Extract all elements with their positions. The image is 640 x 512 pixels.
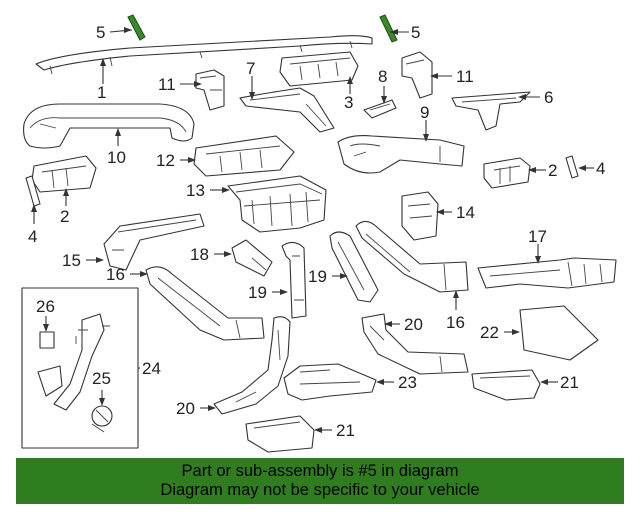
callout-17: 17: [528, 227, 547, 246]
banner-line-2: Diagram may not be specific to your vehi…: [160, 481, 480, 499]
part-24-sub-assembly-box[interactable]: [21, 287, 139, 449]
callout-18: 18: [190, 245, 209, 264]
part-15-duct[interactable]: [103, 213, 205, 271]
callout-7: 7: [246, 59, 255, 78]
part-2-vent-right[interactable]: [483, 157, 531, 189]
part-4-seal-left[interactable]: [25, 175, 41, 207]
callout-5-left: 5: [96, 23, 105, 42]
info-banner: Part or sub-assembly is #5 in diagram Di…: [16, 458, 624, 504]
part-13-housing[interactable]: [227, 175, 327, 233]
callout-16-left: 16: [106, 265, 125, 284]
part-7-panel[interactable]: [239, 87, 335, 133]
part-8-grommet[interactable]: [363, 99, 397, 119]
part-14-bracket[interactable]: [401, 191, 439, 241]
callout-5-right: 5: [411, 23, 420, 42]
part-2-vent-left[interactable]: [31, 155, 97, 193]
callout-16-right: 16: [446, 313, 465, 332]
callout-11-left: 11: [158, 75, 176, 94]
part-19-duct-left[interactable]: [281, 241, 307, 319]
callout-14: 14: [456, 203, 475, 222]
part-16-duct-left[interactable]: [145, 266, 265, 341]
part-3-vent[interactable]: [279, 51, 359, 87]
callout-25: 25: [92, 369, 111, 388]
callout-11-right: 11: [456, 67, 474, 86]
callout-23: 23: [398, 373, 417, 392]
part-21-pad-left[interactable]: [245, 415, 315, 453]
part-5-seal-left[interactable]: [127, 14, 146, 41]
part-6-panel[interactable]: [451, 91, 531, 131]
part-19-duct-right[interactable]: [329, 231, 379, 303]
callout-4-left: 4: [28, 227, 37, 246]
callout-15: 15: [62, 251, 81, 270]
callout-4-right: 4: [596, 159, 605, 178]
part-10-duct[interactable]: [23, 103, 195, 149]
callout-24: 24: [142, 359, 161, 378]
part-20-duct-left[interactable]: [213, 316, 291, 415]
callout-9: 9: [420, 103, 429, 122]
part-12-vent[interactable]: [193, 135, 295, 177]
part-5-seal-right[interactable]: [379, 14, 398, 43]
callout-1: 1: [97, 83, 106, 102]
callout-26: 26: [36, 297, 55, 316]
banner-line-1: Part or sub-assembly is #5 in diagram: [181, 462, 459, 480]
callout-20-left: 20: [176, 399, 195, 418]
part-11-right[interactable]: [401, 51, 433, 99]
part-18-connector[interactable]: [231, 239, 273, 277]
callout-19-right: 19: [308, 267, 327, 286]
callout-2-right: 2: [548, 161, 557, 180]
callout-8: 8: [378, 67, 387, 86]
callout-21-right: 21: [560, 373, 579, 392]
callout-10: 10: [107, 148, 126, 167]
part-21-pad-right[interactable]: [471, 369, 541, 401]
callout-19-left: 19: [248, 283, 267, 302]
callout-2-left: 2: [60, 207, 69, 226]
parts-diagram: 5 5 1 10 11 7 3: [21, 14, 617, 453]
part-11-left[interactable]: [195, 69, 225, 111]
part-23-pad[interactable]: [283, 363, 377, 401]
part-4-seal-right[interactable]: [565, 155, 579, 179]
part-20-duct-right[interactable]: [361, 313, 469, 375]
part-16-duct-right[interactable]: [355, 220, 469, 293]
part-9-duct[interactable]: [337, 135, 465, 174]
part-17-duct[interactable]: [477, 257, 617, 289]
callout-13: 13: [186, 181, 205, 200]
callout-3: 3: [344, 93, 353, 112]
callout-21-left: 21: [336, 421, 355, 440]
callout-6: 6: [544, 88, 553, 107]
callout-20-right: 20: [404, 315, 423, 334]
callout-22: 22: [480, 323, 499, 342]
callout-12: 12: [156, 151, 175, 170]
part-1-upper-panel[interactable]: [35, 35, 373, 75]
part-22-pad[interactable]: [519, 305, 599, 361]
